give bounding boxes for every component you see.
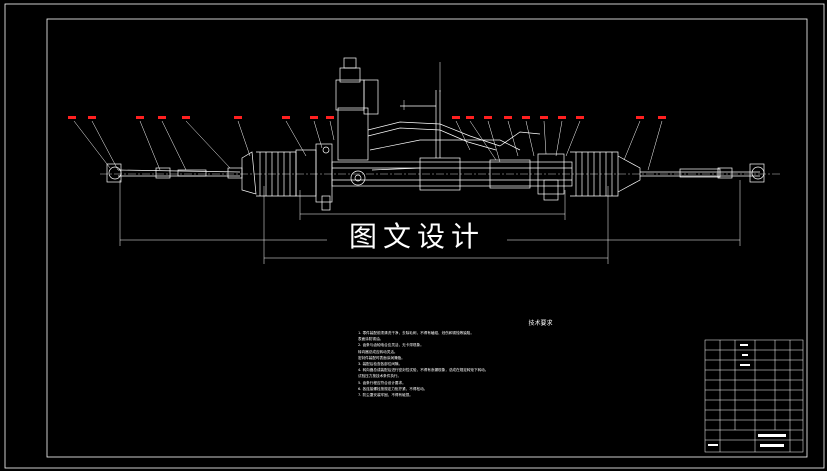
title-block xyxy=(704,339,804,453)
inner-frame xyxy=(46,18,808,458)
watermark: 图文设计 xyxy=(327,218,507,256)
technical-requirement-item: 转向器总成应转动灵活。 xyxy=(358,349,398,354)
steering-assembly xyxy=(106,57,765,211)
technical-requirements-title: 技术要求 xyxy=(528,320,553,327)
outer-frame xyxy=(4,3,825,469)
technical-requirement-item: 2. 齿条与齿轮啮合应灵活，无卡滞现象。 xyxy=(358,343,424,348)
technical-requirement-item: 4. 转向器总成装配后进行密封性试验，不得有渗漏现象，总成在规定转矩下转动。 xyxy=(358,368,489,373)
dimension-lines xyxy=(119,62,741,264)
technical-requirement-item: 1. 零件装配前须清洗干净，去除毛刺，不得有磕碰、划伤和锈蚀等缺陷。 xyxy=(358,331,474,335)
technical-requirement-item: 6. 各连接螺栓按规定力矩拧紧，不得松动。 xyxy=(358,386,428,391)
callout-markers xyxy=(68,116,666,119)
technical-requirement-item: 试验压力按技术条件执行。 xyxy=(358,374,402,379)
technical-requirement-item: 5. 齿条行程应符合设计要求。 xyxy=(358,380,406,385)
title-block-fill xyxy=(708,344,786,447)
technical-requirements: 技术要求 1. 零件装配前须清洗干净，去除毛刺，不得有磕碰、划伤和锈蚀等缺陷。 … xyxy=(358,318,703,398)
technical-requirement-item: 3. 装配后检查各部位间隙。 xyxy=(358,362,403,367)
technical-requirement-item: 7. 防尘罩安装牢固，不得有破损。 xyxy=(358,393,413,398)
technical-requirement-item: 表面涂防锈油。 xyxy=(358,337,384,342)
technical-requirement-item: 密封件装配时表面涂润滑脂。 xyxy=(358,355,405,360)
callout-leaders xyxy=(73,120,663,171)
